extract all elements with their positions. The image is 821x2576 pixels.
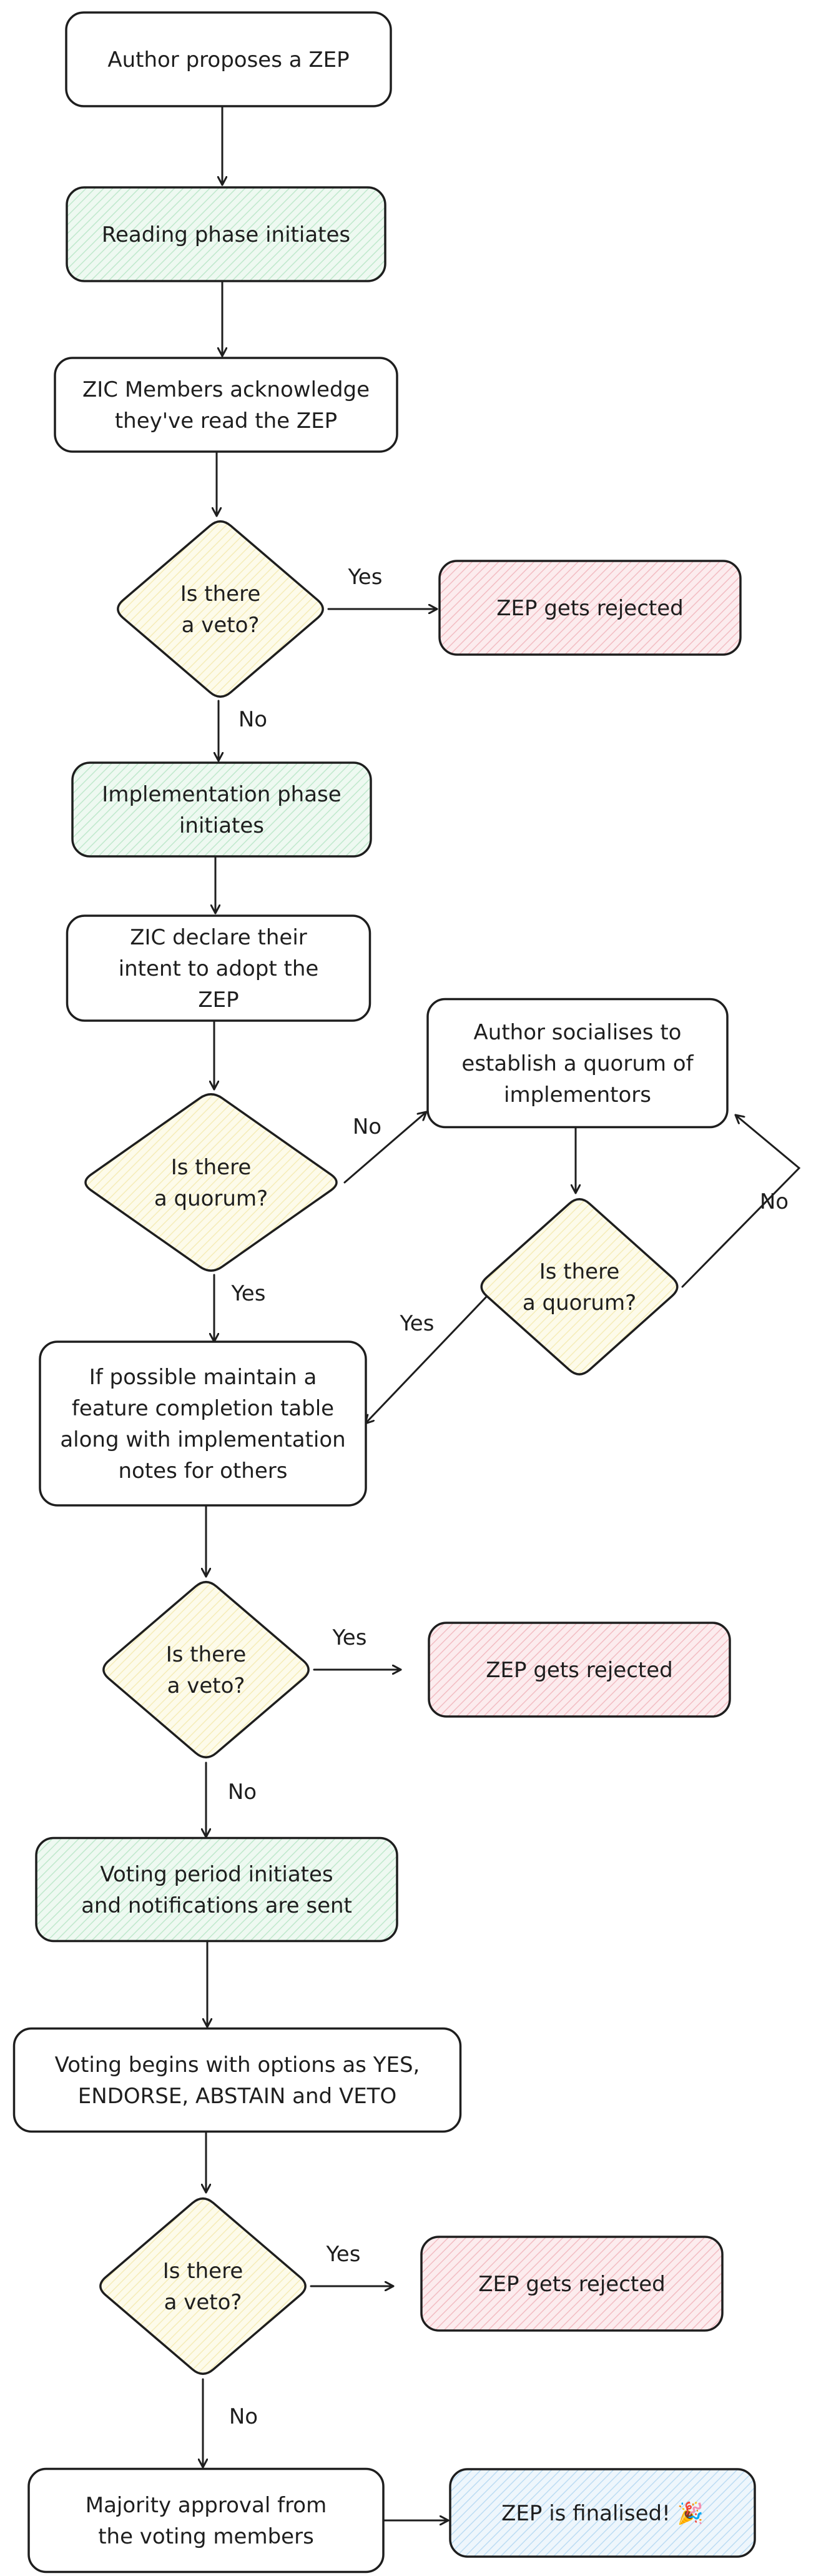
- edge-label-no: No: [228, 1780, 257, 1805]
- node-text-line: If possible maintain a: [89, 1365, 317, 1390]
- node-text-line: ZIC declare their: [130, 925, 307, 950]
- process-box: [71, 761, 372, 858]
- node-text-line: Author proposes a ZEP: [107, 47, 349, 72]
- node-text-line: ENDORSE, ABSTAIN and VETO: [78, 2084, 396, 2109]
- node-text-line: intent to adopt the: [119, 956, 319, 981]
- node-text-line: and notifications are sent: [81, 1893, 352, 1918]
- node-text-line: a quorum?: [523, 1290, 636, 1315]
- node-votingbegins: Voting begins with options as YES, ENDORS…: [12, 2027, 462, 2133]
- edge-label-yes: Yes: [348, 565, 383, 590]
- decision-diamond: [99, 2197, 307, 2375]
- node-rej3: ZEP gets rejected: [420, 2236, 724, 2332]
- process-box: [420, 2236, 724, 2332]
- node-text-line: ZEP: [198, 988, 238, 1013]
- node-rej1: ZEP gets rejected: [438, 560, 742, 656]
- process-box: [39, 1340, 367, 1507]
- process-box: [66, 186, 386, 282]
- node-text-line: along with implementation: [60, 1427, 345, 1452]
- node-veto1: Is there a veto?: [117, 520, 324, 698]
- node-text-line: Author socialises to: [474, 1020, 682, 1045]
- node-text-line: Majority approval from: [86, 2493, 327, 2518]
- edge-label-yes: Yes: [231, 1281, 266, 1306]
- node-ack: ZIC Members acknowledge they've read the …: [54, 357, 398, 453]
- node-text-line: a veto?: [164, 2290, 242, 2315]
- edge-quorum2-to-table: [364, 1295, 488, 1425]
- node-rej2: ZEP gets rejected: [428, 1622, 731, 1718]
- edge-label-no: No: [238, 707, 267, 732]
- node-text-line: ZEP gets rejected: [486, 1658, 672, 1683]
- node-text-line: Is there: [171, 1155, 252, 1180]
- node-text-line: ZEP gets rejected: [496, 596, 683, 621]
- node-propose: Author proposes a ZEP: [65, 11, 392, 107]
- edge-label-yes: Yes: [326, 2242, 361, 2267]
- decision-diamond: [84, 1093, 338, 1272]
- node-votingperiod: Voting period initiates and notifications…: [35, 1836, 398, 1943]
- node-text-line: ZEP gets rejected: [478, 2272, 665, 2297]
- edge-label-no: No: [353, 1114, 381, 1139]
- node-majority: Majority approval from the voting members: [27, 2467, 385, 2574]
- node-text-line: a quorum?: [154, 1186, 268, 1211]
- node-socialise: Author socialises to establish a quorum o…: [426, 998, 729, 1129]
- nodes-layer: Author proposes a ZEP Reading phase initi…: [12, 11, 756, 2574]
- decision-diamond: [102, 1580, 310, 1759]
- node-text-line: the voting members: [98, 2524, 314, 2549]
- node-text-line: Is there: [163, 2259, 243, 2284]
- node-final: ZEP is finalised! 🎉: [449, 2468, 756, 2558]
- process-box: [449, 2468, 756, 2558]
- process-box: [428, 1622, 731, 1718]
- node-text-line: they've read the ZEP: [115, 409, 337, 433]
- node-text-line: Is there: [539, 1259, 620, 1284]
- node-text-line: initiates: [179, 813, 264, 838]
- node-quorum1: Is there a quorum?: [84, 1093, 338, 1272]
- edge-label-yes: Yes: [332, 1625, 367, 1650]
- node-text-line: Is there: [166, 1642, 247, 1667]
- node-text-line: Voting begins with options as YES,: [55, 2053, 420, 2078]
- node-text-line: establish a quorum of: [461, 1051, 694, 1076]
- edge-quorum1-to-socialise: [343, 1111, 428, 1184]
- decision-diamond: [480, 1198, 679, 1375]
- node-text-line: Reading phase initiates: [102, 222, 350, 247]
- node-impl: Implementation phase initiates: [71, 761, 372, 858]
- node-text-line: feature completion table: [72, 1396, 334, 1421]
- process-box: [54, 357, 398, 453]
- decision-diamond: [117, 520, 324, 698]
- edge-label-yes: Yes: [400, 1311, 435, 1336]
- process-box: [438, 560, 742, 656]
- node-text-line: ZEP is finalised! 🎉: [501, 2501, 704, 2526]
- process-box: [426, 998, 729, 1129]
- process-box: [65, 11, 392, 107]
- process-box: [35, 1836, 398, 1943]
- node-text-line: Implementation phase: [102, 782, 341, 807]
- edge-label-no: No: [760, 1189, 789, 1214]
- node-text-line: implementors: [504, 1082, 651, 1107]
- node-table: If possible maintain a feature completion…: [39, 1340, 367, 1507]
- node-veto3: Is there a veto?: [99, 2197, 307, 2375]
- node-text-line: notes for others: [119, 1459, 288, 1484]
- node-text-line: a veto?: [167, 1673, 245, 1698]
- edge-quorum2-to-socialise: [681, 1114, 801, 1288]
- node-text-line: Is there: [180, 582, 261, 607]
- process-box: [12, 2027, 462, 2133]
- node-text-line: Voting period initiates: [100, 1862, 333, 1887]
- node-text-line: a veto?: [182, 613, 260, 638]
- node-quorum2: Is there a quorum?: [480, 1198, 679, 1375]
- process-box: [27, 2467, 385, 2574]
- node-reading: Reading phase initiates: [66, 186, 386, 282]
- edge-label-no: No: [229, 2404, 258, 2429]
- process-box: [66, 914, 371, 1022]
- node-text-line: ZIC Members acknowledge: [82, 377, 370, 402]
- edges-layer: [203, 105, 801, 2520]
- node-veto2: Is there a veto?: [102, 1580, 310, 1759]
